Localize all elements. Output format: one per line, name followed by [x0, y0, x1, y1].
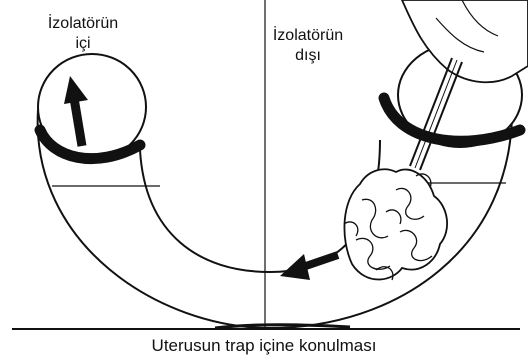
left-tube-opening — [38, 54, 146, 160]
figure-caption: Uterusun trap içine konulması — [0, 336, 528, 356]
uterus-specimen — [344, 169, 447, 280]
left-arrow-icon — [280, 254, 338, 280]
